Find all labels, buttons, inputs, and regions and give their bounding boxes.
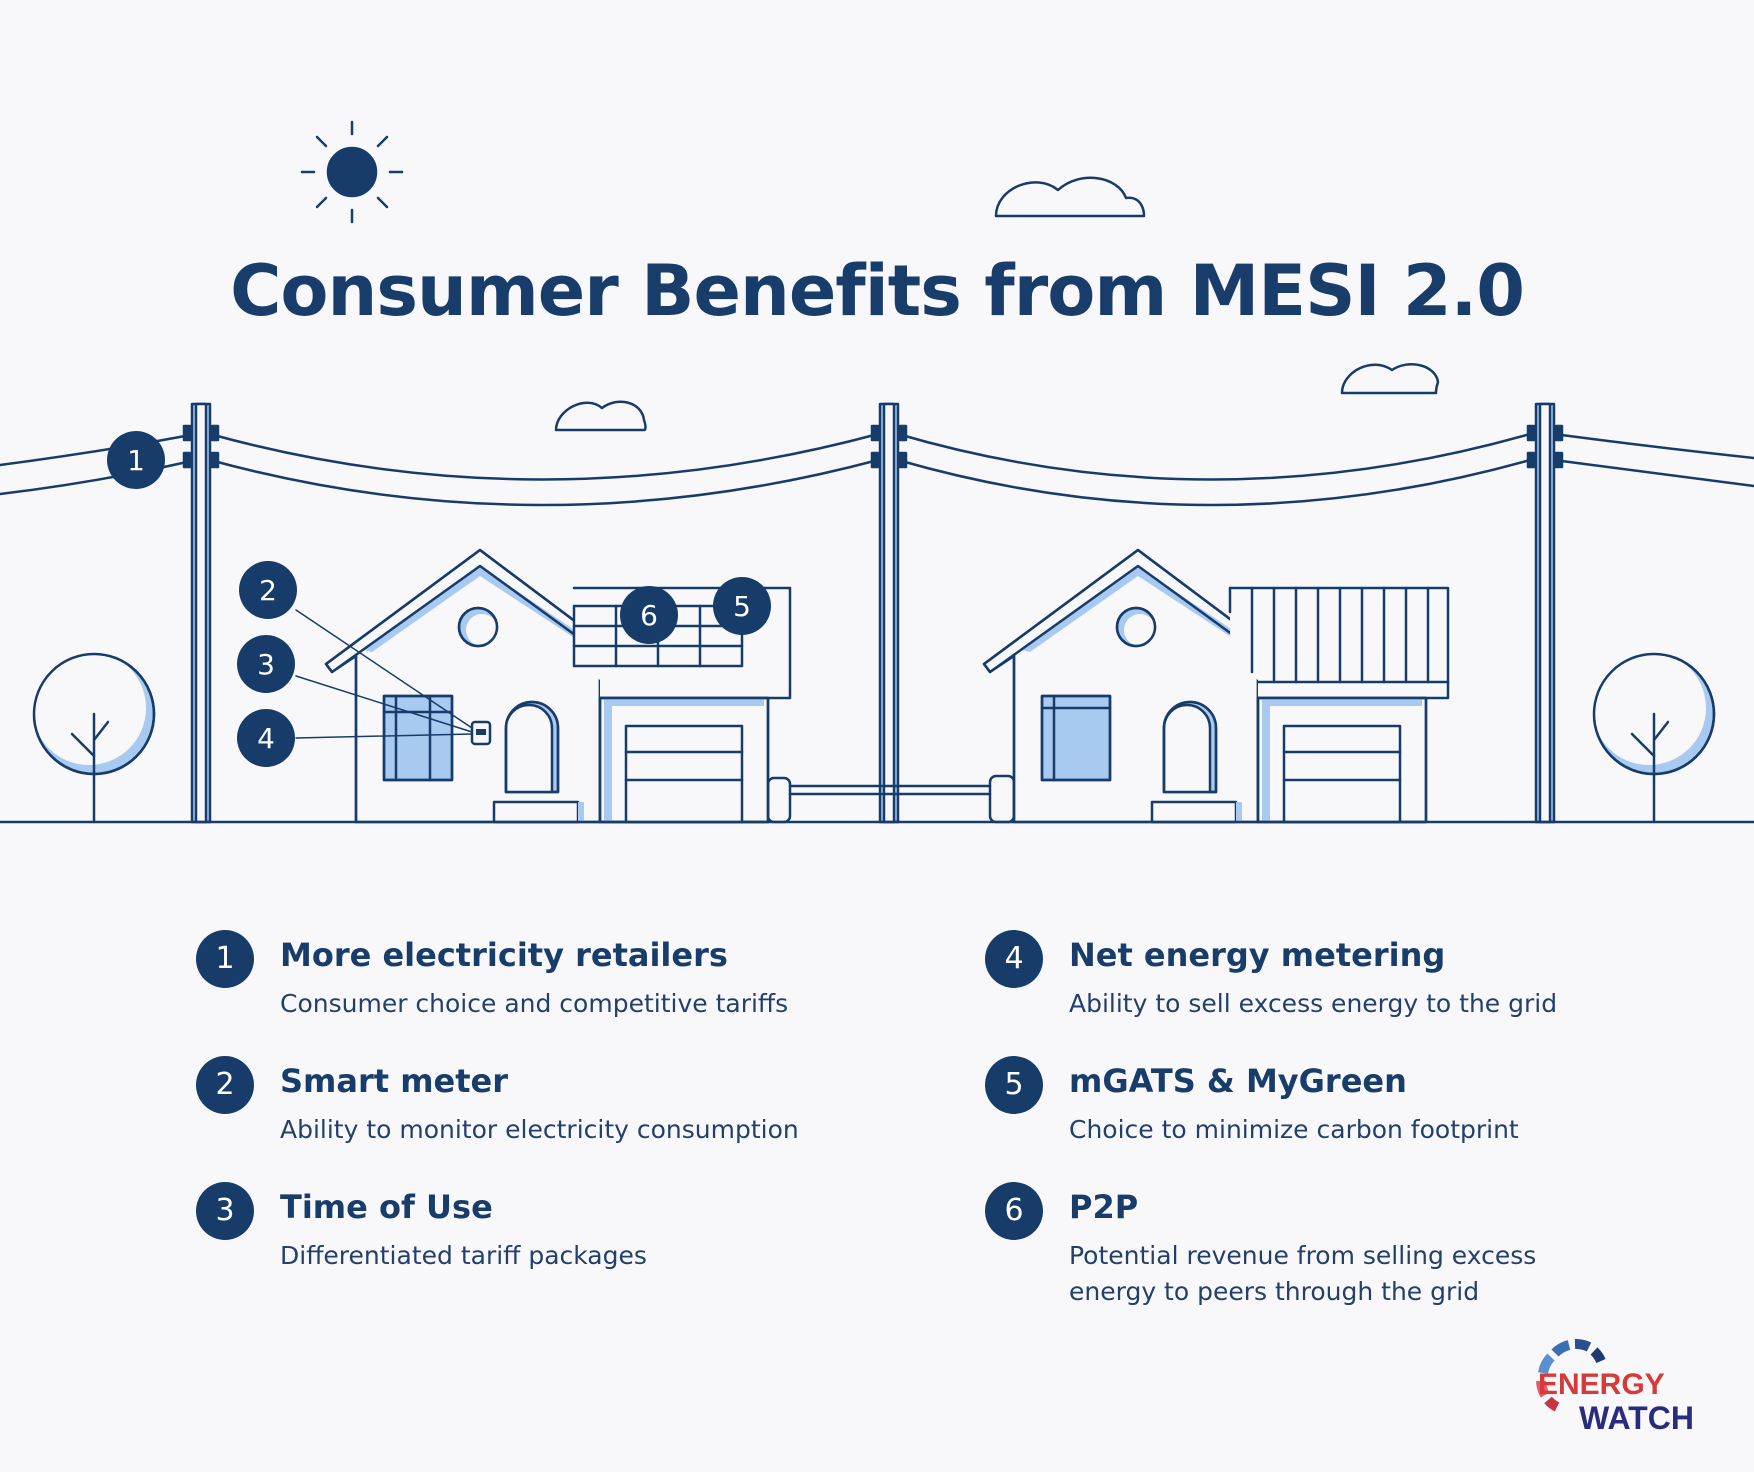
neighborhood-illustration: 1 2 3 4 5 6 bbox=[0, 120, 1754, 824]
illustration-markers: 1 2 3 4 5 6 bbox=[107, 431, 771, 767]
tree-icon bbox=[1592, 651, 1716, 824]
benefit-title: Smart meter bbox=[280, 1062, 509, 1100]
cloud-icon bbox=[554, 400, 647, 432]
logo-text-watch: WATCH bbox=[1579, 1400, 1694, 1436]
power-lines bbox=[0, 432, 1754, 507]
page-title: Consumer Benefits from MESI 2.0 bbox=[230, 250, 1525, 332]
benefit-title: More electricity retailers bbox=[280, 936, 728, 974]
roof-slats bbox=[1250, 586, 1430, 684]
marker-3: 3 bbox=[237, 635, 295, 693]
benefit-title: mGATS & MyGreen bbox=[1069, 1062, 1407, 1100]
svg-text:3: 3 bbox=[257, 648, 275, 681]
house-icon bbox=[982, 548, 1450, 824]
benefit-description: Consumer choice and competitive tariffs bbox=[280, 989, 789, 1018]
benefit-number-badge: 6 bbox=[985, 1182, 1043, 1240]
benefit-description: Choice to minimize carbon footprint bbox=[1069, 1115, 1519, 1144]
svg-text:6: 6 bbox=[640, 599, 658, 632]
benefit-description: Ability to sell excess energy to the gri… bbox=[1069, 989, 1558, 1018]
benefit-title: P2P bbox=[1069, 1188, 1139, 1226]
benefit-number-badge: 5 bbox=[985, 1056, 1043, 1114]
benefit-number-badge: 3 bbox=[196, 1182, 254, 1240]
benefit-title: Time of Use bbox=[280, 1188, 493, 1226]
svg-text:2: 2 bbox=[259, 574, 277, 607]
marker-5: 5 bbox=[713, 577, 771, 635]
tree-icon bbox=[32, 651, 156, 824]
cloud-icon bbox=[994, 176, 1146, 218]
cloud-icon bbox=[1340, 362, 1440, 395]
benefit-number-badge: 1 bbox=[196, 930, 254, 988]
utility-pole-icon bbox=[182, 402, 220, 824]
house-icon bbox=[324, 548, 792, 824]
benefit-description: Potential revenue from selling excess en… bbox=[1069, 1241, 1537, 1306]
utility-pole-icon bbox=[1526, 402, 1564, 824]
marker-4: 4 bbox=[237, 709, 295, 767]
benefit-number-badge: 4 bbox=[985, 930, 1043, 988]
benefit-title: Net energy metering bbox=[1069, 936, 1446, 974]
energy-watch-logo-icon bbox=[1536, 1339, 1606, 1412]
marker-2: 2 bbox=[239, 561, 297, 619]
logo-text-energy: ENERGY bbox=[1538, 1368, 1665, 1401]
utility-pole-icon bbox=[870, 402, 908, 824]
marker-6: 6 bbox=[620, 586, 678, 644]
svg-text:1: 1 bbox=[127, 444, 145, 477]
svg-text:5: 5 bbox=[733, 590, 751, 623]
benefit-number-badge: 2 bbox=[196, 1056, 254, 1114]
svg-text:4: 4 bbox=[257, 722, 275, 755]
marker-1: 1 bbox=[107, 431, 165, 489]
benefit-description: Ability to monitor electricity consumpti… bbox=[280, 1115, 799, 1144]
benefit-description: Differentiated tariff packages bbox=[280, 1241, 647, 1270]
sun-icon bbox=[300, 120, 404, 224]
